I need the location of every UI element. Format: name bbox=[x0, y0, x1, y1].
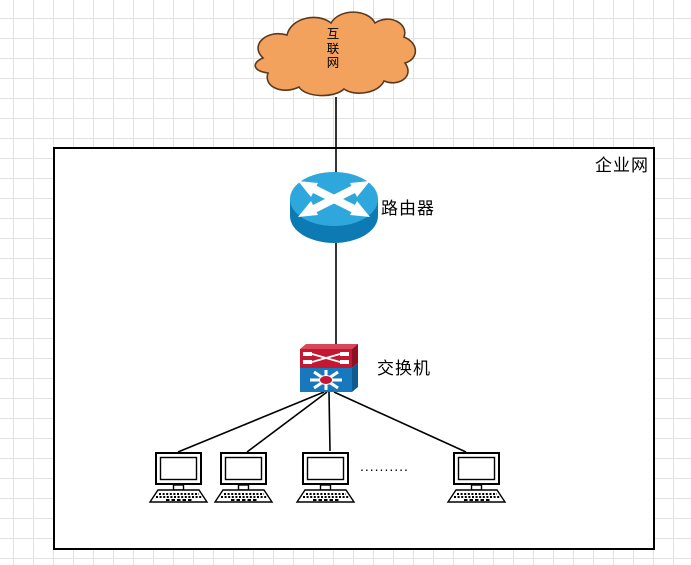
connector-lines bbox=[177, 97, 467, 453]
switch-top-face bbox=[300, 344, 358, 349]
switch-star-center bbox=[319, 375, 333, 385]
switch-label: 交换机 bbox=[377, 359, 431, 378]
workstation-4[interactable] bbox=[447, 452, 506, 503]
router-label: 路由器 bbox=[381, 199, 435, 218]
workstation-2[interactable] bbox=[214, 452, 273, 503]
switch-side-red bbox=[352, 344, 358, 368]
connector-switch-pc3[interactable] bbox=[328, 391, 331, 452]
switch-side-blue bbox=[352, 363, 358, 392]
connector-switch-pc1[interactable] bbox=[177, 391, 325, 453]
switch-crossbar-icon bbox=[303, 352, 349, 364]
switch-shape[interactable] bbox=[300, 344, 358, 392]
internet-label: 互联网 bbox=[326, 27, 340, 70]
router-arrows-icon bbox=[298, 181, 370, 217]
cloud-shape[interactable] bbox=[254, 11, 417, 97]
workstation-3[interactable] bbox=[296, 452, 355, 503]
connector-switch-pc4[interactable] bbox=[333, 391, 467, 453]
router-shape[interactable] bbox=[290, 172, 378, 243]
more-workstations-ellipsis: .......... bbox=[360, 458, 409, 474]
enterprise-network-label: 企业网 bbox=[595, 156, 649, 175]
connector-switch-pc2[interactable] bbox=[246, 391, 328, 453]
workstation-1[interactable] bbox=[149, 452, 208, 503]
internet-cloud[interactable] bbox=[254, 11, 417, 97]
